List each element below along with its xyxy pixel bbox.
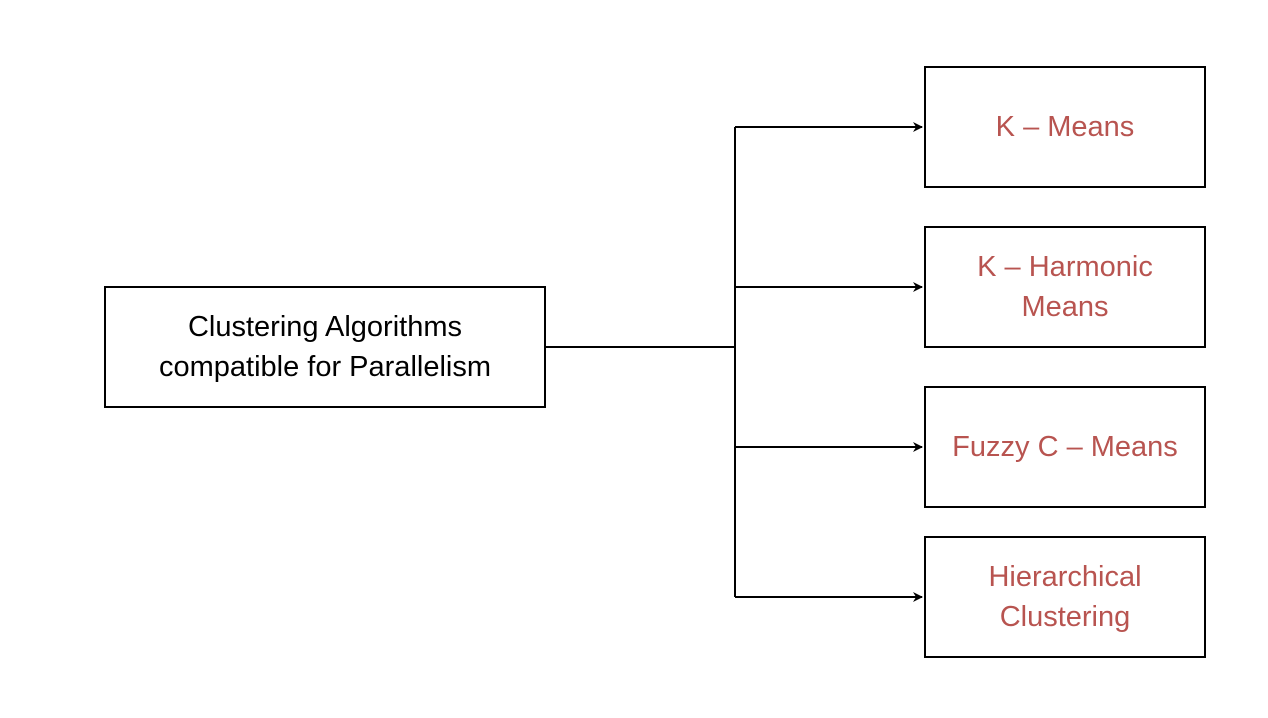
child-node-label: K – Harmonic Means	[977, 247, 1153, 327]
child-node-label: Hierarchical Clustering	[988, 557, 1141, 637]
child-node-k-harmonic-means: K – Harmonic Means	[924, 226, 1206, 348]
child-node-hierarchical-clustering: Hierarchical Clustering	[924, 536, 1206, 658]
root-node-label-line2: compatible for Parallelism	[158, 351, 491, 383]
child-node-label-line1: K – Harmonic	[977, 251, 1153, 283]
child-node-k-means: K – Means	[924, 66, 1206, 188]
child-node-fuzzy-c-means: Fuzzy C – Means	[924, 386, 1206, 508]
root-node-label-line1: Clustering Algorithms	[187, 311, 462, 343]
child-node-label: K – Means	[996, 107, 1135, 147]
child-node-label-line1: Fuzzy C – Means	[952, 431, 1178, 463]
root-node: Clustering Algorithms compatible for Par…	[104, 286, 546, 408]
child-node-label-line2: Means	[1021, 291, 1109, 323]
root-node-label: Clustering Algorithms compatible for Par…	[159, 307, 491, 387]
child-node-label: Fuzzy C – Means	[952, 427, 1178, 467]
child-node-label-line1: K – Means	[995, 111, 1135, 143]
child-node-label-line1: Hierarchical	[988, 561, 1142, 593]
child-node-label-line2: Clustering	[999, 601, 1131, 633]
